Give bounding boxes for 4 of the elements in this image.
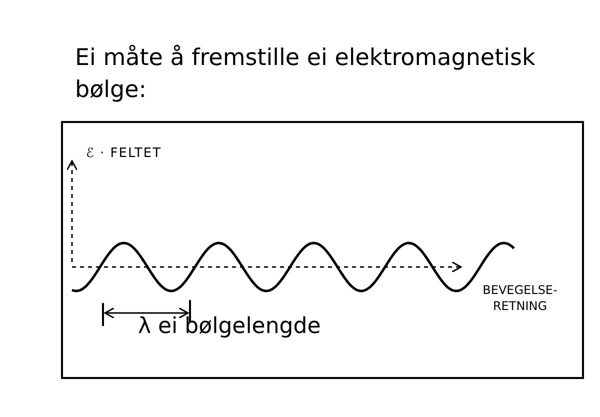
axis-label: BEVEGELSE-RETNING xyxy=(482,282,558,314)
title-text: Ei måte å fremstille ei elektromagnetisk bølge: xyxy=(75,44,536,105)
axis-label: ℰ · FELTET xyxy=(86,146,162,161)
wavelength-label: λ ei bølgelengde xyxy=(138,314,321,339)
